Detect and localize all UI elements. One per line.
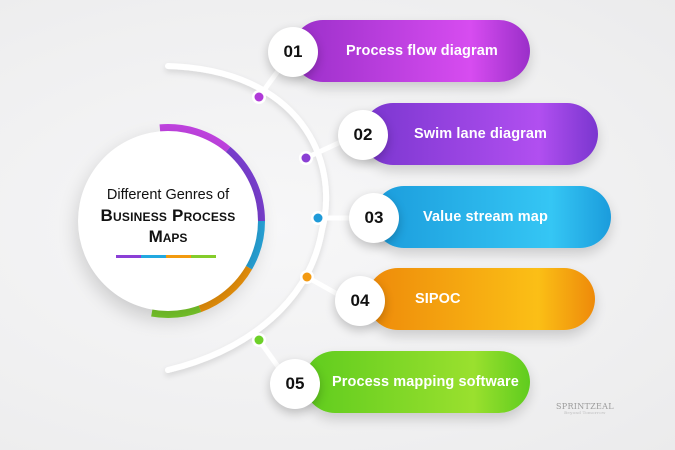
- underline-segment: [141, 255, 166, 258]
- genre-label: SIPOC: [415, 291, 461, 307]
- hub-ring-segment: [245, 220, 265, 270]
- connector-dot: [254, 335, 264, 345]
- connector-dot: [313, 213, 323, 223]
- connector-dots: [252, 90, 325, 347]
- underline-segment: [116, 255, 141, 258]
- genre-label: Process mapping software: [332, 374, 519, 390]
- genre-item-2[interactable]: Swim lane diagram: [362, 103, 598, 165]
- genre-number-badge: 02: [338, 110, 388, 160]
- logo-brand: SPRINTZEAL: [556, 402, 614, 411]
- genre-item-1[interactable]: Process flow diagram: [292, 20, 530, 82]
- genre-number-badge: 04: [335, 276, 385, 326]
- hub-ring-segment: [198, 265, 253, 313]
- connector-dot: [302, 272, 312, 282]
- hub-ring: [151, 124, 265, 318]
- hub-title-line2: Business Process: [100, 206, 236, 225]
- hub-ring-segment: [151, 304, 202, 318]
- hub-ring-segment: [159, 124, 231, 153]
- genre-number-badge: 03: [349, 193, 399, 243]
- underline-segment: [191, 255, 216, 258]
- genre-item-4[interactable]: SIPOC: [367, 268, 595, 330]
- hub-title-line1: Different Genres of: [106, 187, 230, 203]
- hub-underline: [116, 255, 216, 258]
- connector-dot: [254, 92, 264, 102]
- logo-tagline: Beyond Tomorrow: [564, 410, 606, 415]
- genre-item-5[interactable]: Process mapping software: [304, 351, 530, 413]
- hub-title: Different Genres of Business Process Map…: [78, 186, 258, 247]
- hub-ring-segment: [225, 146, 265, 222]
- genre-item-3[interactable]: Value stream map: [373, 186, 611, 248]
- genre-label: Swim lane diagram: [414, 126, 548, 142]
- genre-label: Value stream map: [423, 209, 548, 225]
- genre-label: Process flow diagram: [346, 43, 498, 59]
- hub-circle: [78, 131, 258, 311]
- sprintzeal-logo: SPRINTZEAL Beyond Tomorrow: [556, 402, 614, 415]
- hub-title-line3: Maps: [148, 227, 188, 246]
- genre-number-badge: 05: [270, 359, 320, 409]
- genre-number-badge: 01: [268, 27, 318, 77]
- underline-segment: [166, 255, 191, 258]
- connector-dot: [301, 153, 311, 163]
